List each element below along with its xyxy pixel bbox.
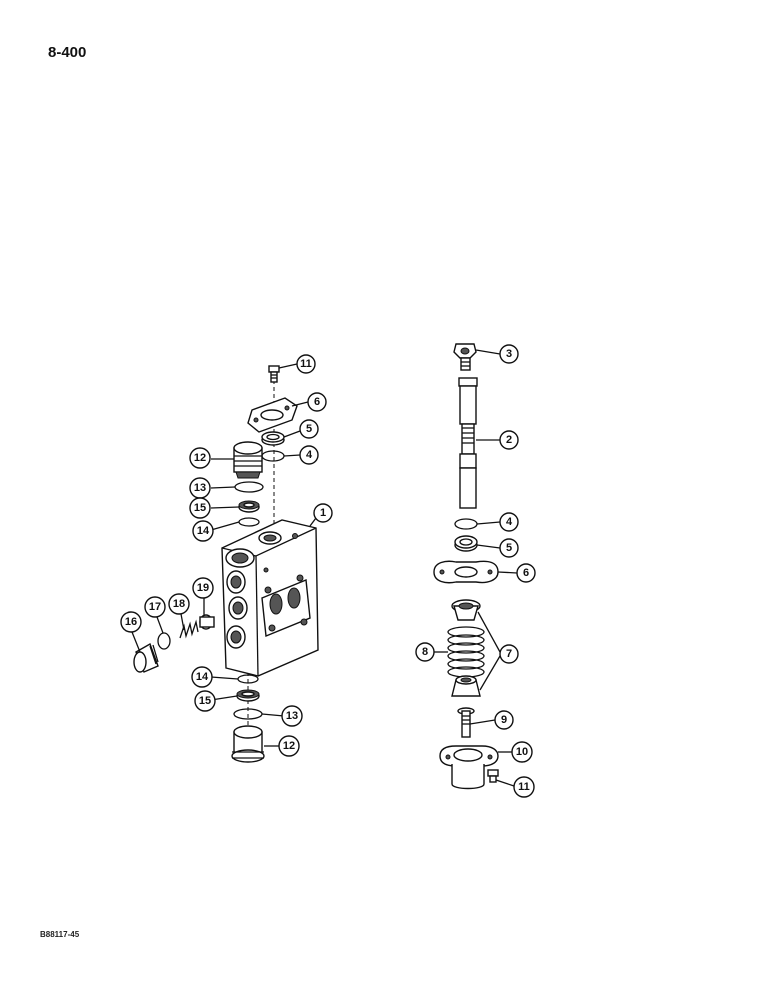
callout-left-13-top: 13 bbox=[189, 477, 211, 499]
screw-part-left bbox=[268, 365, 280, 383]
callout-right-3: 3 bbox=[499, 344, 519, 364]
svg-text:16: 16 bbox=[125, 616, 137, 628]
svg-text:8: 8 bbox=[422, 646, 428, 658]
svg-text:14: 14 bbox=[197, 525, 210, 537]
svg-text:14: 14 bbox=[196, 671, 209, 683]
flange-plate-left bbox=[247, 397, 298, 433]
plug-part-side-16 bbox=[133, 642, 159, 673]
backup-ring-bottom bbox=[236, 689, 260, 702]
washer-part-right bbox=[454, 535, 478, 552]
plug-part-bottom bbox=[231, 725, 265, 763]
leader-lines-left bbox=[131, 363, 317, 747]
svg-text:1: 1 bbox=[320, 507, 326, 519]
bolt-part bbox=[457, 707, 475, 738]
callout-right-9: 9 bbox=[494, 710, 514, 730]
svg-text:12: 12 bbox=[283, 740, 295, 752]
callout-right-10: 10 bbox=[511, 741, 533, 763]
valve-body bbox=[221, 519, 319, 677]
o-ring-side-17 bbox=[157, 632, 171, 650]
callout-left-14-top: 14 bbox=[192, 520, 214, 542]
washer-part-left bbox=[261, 431, 285, 446]
callout-left-13-bottom: 13 bbox=[281, 705, 303, 727]
poppet-part-19 bbox=[199, 614, 215, 630]
spring-part-18 bbox=[179, 619, 199, 639]
svg-text:15: 15 bbox=[194, 502, 206, 514]
callout-left-19: 19 bbox=[192, 577, 214, 599]
svg-text:10: 10 bbox=[516, 746, 528, 758]
spring-seat-lower bbox=[451, 675, 481, 697]
callout-left-18: 18 bbox=[168, 593, 190, 615]
callout-right-6: 6 bbox=[516, 563, 536, 583]
svg-text:18: 18 bbox=[173, 598, 185, 610]
leader-lines-right bbox=[434, 349, 518, 787]
callout-left-6: 6 bbox=[307, 392, 327, 412]
callout-right-7: 7 bbox=[499, 644, 519, 664]
callout-right-4: 4 bbox=[499, 512, 519, 532]
svg-text:6: 6 bbox=[523, 567, 529, 579]
svg-text:9: 9 bbox=[501, 714, 507, 726]
spool-end-part bbox=[453, 343, 477, 371]
flange-plate-right bbox=[433, 560, 499, 584]
svg-text:13: 13 bbox=[194, 482, 206, 494]
svg-text:17: 17 bbox=[149, 601, 161, 613]
svg-text:11: 11 bbox=[518, 781, 530, 793]
o-ring-left-4 bbox=[261, 450, 285, 462]
svg-text:7: 7 bbox=[506, 648, 512, 660]
svg-text:6: 6 bbox=[314, 396, 320, 408]
screw-part-right bbox=[487, 769, 499, 783]
callout-left-14-bottom: 14 bbox=[191, 666, 213, 688]
callout-left-12-top: 12 bbox=[189, 447, 211, 469]
o-ring-top-13 bbox=[234, 481, 264, 493]
callout-right-8: 8 bbox=[415, 642, 435, 662]
callout-left-16: 16 bbox=[120, 611, 142, 633]
svg-text:12: 12 bbox=[194, 452, 206, 464]
svg-text:13: 13 bbox=[286, 710, 298, 722]
svg-text:15: 15 bbox=[199, 695, 211, 707]
callout-left-4: 4 bbox=[299, 445, 319, 465]
end-cap-part bbox=[439, 745, 499, 790]
figure-id: B88117-45 bbox=[40, 930, 80, 939]
callout-left-12-bottom: 12 bbox=[278, 735, 300, 757]
spool-part bbox=[458, 377, 478, 509]
plug-part-top bbox=[233, 441, 263, 479]
svg-text:2: 2 bbox=[506, 434, 512, 446]
svg-text:19: 19 bbox=[197, 582, 209, 594]
callout-left-11: 11 bbox=[296, 354, 316, 374]
callout-left-17: 17 bbox=[144, 596, 166, 618]
backup-ring-top bbox=[238, 500, 260, 513]
spring-seat-upper bbox=[451, 599, 481, 621]
svg-text:4: 4 bbox=[506, 516, 513, 528]
spring-part-8 bbox=[447, 626, 485, 678]
page-number: 8-400 bbox=[48, 44, 87, 61]
callout-left-5: 5 bbox=[299, 419, 319, 439]
svg-text:4: 4 bbox=[306, 449, 313, 461]
callout-right-5: 5 bbox=[499, 538, 519, 558]
callout-right-11: 11 bbox=[513, 776, 535, 798]
svg-text:11: 11 bbox=[300, 358, 312, 370]
callout-left-15-top: 15 bbox=[189, 497, 211, 519]
callout-left-15-bottom: 15 bbox=[194, 690, 216, 712]
svg-text:5: 5 bbox=[306, 423, 312, 435]
callout-right-2: 2 bbox=[499, 430, 519, 450]
o-ring-right-4 bbox=[454, 518, 478, 530]
svg-text:3: 3 bbox=[506, 348, 512, 360]
svg-text:5: 5 bbox=[506, 542, 512, 554]
callout-left-1: 1 bbox=[313, 503, 333, 523]
o-ring-top-14 bbox=[238, 517, 260, 527]
